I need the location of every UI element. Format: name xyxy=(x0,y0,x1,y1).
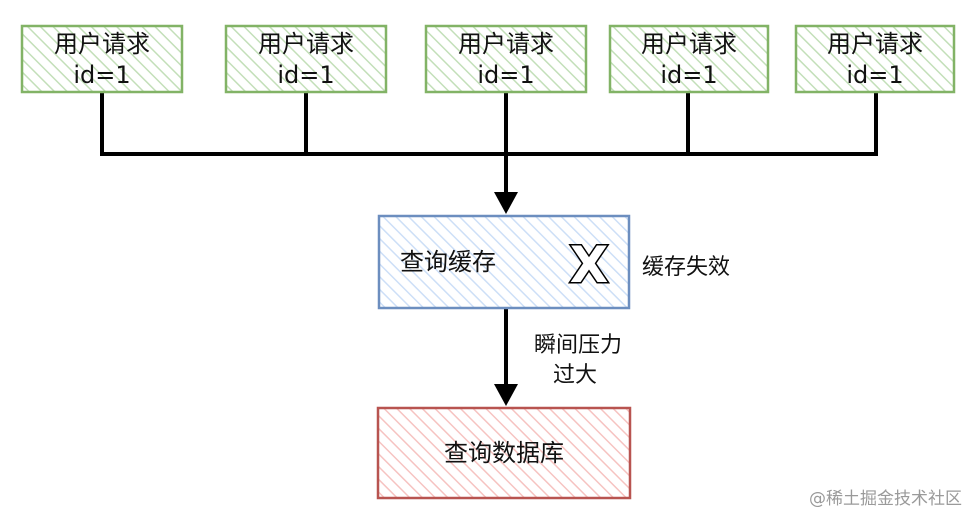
cache-box: 查询缓存 X xyxy=(377,214,631,310)
request-box-4: 用户请求 id=1 xyxy=(608,24,770,94)
request-box-1: 用户请求 id=1 xyxy=(20,24,184,94)
request-box-5: 用户请求 id=1 xyxy=(794,24,956,94)
request-param: id=1 xyxy=(277,61,334,89)
request-title: 用户请求 xyxy=(827,30,923,58)
request-box-3: 用户请求 id=1 xyxy=(424,24,588,94)
cache-label: 查询缓存 xyxy=(400,248,496,276)
cache-to-db-arrow xyxy=(494,308,518,406)
cache-note: 缓存失效 xyxy=(642,255,730,280)
request-title: 用户请求 xyxy=(458,30,554,58)
request-title: 用户请求 xyxy=(54,30,150,58)
request-title: 用户请求 xyxy=(641,30,737,58)
request-param: id=1 xyxy=(73,61,130,89)
request-param: id=1 xyxy=(477,61,534,89)
request-param: id=1 xyxy=(846,61,903,89)
database-box: 查询数据库 xyxy=(376,406,632,500)
cache-failure-mark: X xyxy=(570,236,609,294)
edge-label-line2: 过大 xyxy=(553,363,597,388)
database-label: 查询数据库 xyxy=(444,439,564,467)
merge-to-cache-arrow xyxy=(494,154,518,214)
connector-lines xyxy=(100,92,878,156)
request-param: id=1 xyxy=(660,61,717,89)
request-box-2: 用户请求 id=1 xyxy=(224,24,388,94)
edge-label-line1: 瞬间压力 xyxy=(534,333,622,358)
request-title: 用户请求 xyxy=(258,30,354,58)
watermark: @稀土掘金技术社区 xyxy=(809,489,962,509)
